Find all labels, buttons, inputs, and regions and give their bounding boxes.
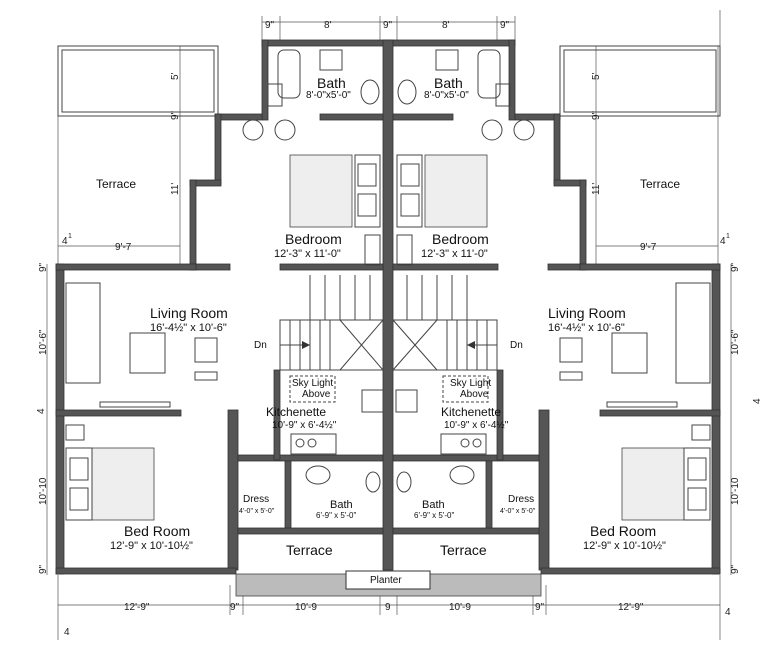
dim-top-d: 8' <box>442 20 450 31</box>
dim-top-a: 9" <box>265 20 275 31</box>
bedroom-right-size: 12'-3" x 11'-0" <box>421 248 488 260</box>
kitchen-left-name: Kitchenette <box>266 405 326 419</box>
dim-bottom-terr-r: 10'-9 <box>449 602 471 613</box>
dim-bottom-left: 9" <box>38 564 49 574</box>
dress-left-size: 4'-0" x 5'-0" <box>239 508 275 515</box>
bath-top-right-size: 8'-0"x5'-0" <box>424 90 469 101</box>
dim-bed-height-left: 10'-10 <box>38 477 49 505</box>
dim-top-e: 9" <box>500 20 510 31</box>
dress-left-name: Dress <box>243 494 269 505</box>
dimension-labels: 9" 8' 9" 8' 9" 5' 5' 9" 9" 11' 11' 4 1 4… <box>36 20 763 638</box>
dim-bottom-right: 9" <box>730 564 741 574</box>
bath-bottom-right-size: 6'-9" x 5'-0" <box>414 511 454 520</box>
dim-offset-small-right: 9" <box>591 110 602 120</box>
dim-mid-right: 4 <box>752 398 763 404</box>
kitchen-left-size: 10'-9" x 6'-4½" <box>272 420 337 431</box>
bedroom-left-name: Bedroom <box>285 231 342 247</box>
dim-wall-right: 9" <box>730 262 741 272</box>
dim-wall-left: 9" <box>38 262 49 272</box>
walls <box>55 39 721 575</box>
dim-corner-right: 4 <box>725 607 731 618</box>
dim-terrace-height-left: 11' <box>170 183 181 195</box>
dim-corner-left: 4 <box>64 627 70 638</box>
dim-bottom-wall-r: 9" <box>535 602 545 613</box>
terrace-bottom-right: Terrace <box>440 542 487 558</box>
bedroom-right-name: Bedroom <box>432 231 489 247</box>
dim-terrace-height-right: 11' <box>591 183 602 195</box>
terrace-bottom-left: Terrace <box>286 542 333 558</box>
terrace-outlines <box>57 45 721 117</box>
bedroom-left-size: 12'-3" x 11'-0" <box>274 248 341 260</box>
dim-bed-height-right: 10'-10 <box>730 477 741 505</box>
terrace-top-left: Terrace <box>96 177 136 191</box>
room-labels: Bath 8'-0"x5'-0" Bath 8'-0"x5'-0" Terrac… <box>96 75 680 586</box>
living-right-size: 16'-4½" x 10'-6" <box>548 322 625 334</box>
dim-mid-left: 4 <box>36 408 47 414</box>
dim-bottom-terr-l: 10'-9 <box>295 602 317 613</box>
bedroom-bottom-left-size: 12'-9" x 10'-10½" <box>110 540 193 552</box>
stairs-down-right: Dn <box>510 340 523 351</box>
dim-bottom-center: 9 <box>385 602 391 613</box>
planter-label: Planter <box>370 575 402 586</box>
kitchen-right-size: 10'-9" x 6'-4½" <box>444 420 509 431</box>
bath-bottom-right-name: Bath <box>422 499 445 511</box>
dim-top-c: 9" <box>383 20 393 31</box>
furniture <box>65 49 711 597</box>
stairs-down-left: Dn <box>254 340 267 351</box>
dress-right-name: Dress <box>508 494 534 505</box>
bedroom-bottom-right-name: Bed Room <box>590 523 656 539</box>
bath-top-right-name: Bath <box>434 75 463 91</box>
living-right-name: Living Room <box>548 305 626 321</box>
dim-bottom-wall-l: 9" <box>230 602 240 613</box>
stairs <box>279 275 498 371</box>
dim-offset-left: 5' <box>170 72 181 80</box>
bath-top-left-name: Bath <box>317 75 346 91</box>
dim-offset-small-left: 9" <box>170 110 181 120</box>
skylight-right-l1: Sky Light <box>450 378 491 389</box>
dim-quarter-tr: 4 <box>720 236 726 247</box>
dim-terrace-width-right: 9'-7 <box>640 242 657 253</box>
dim-bottom-right-bed: 12'-9" <box>618 602 644 613</box>
living-left-name: Living Room <box>150 305 228 321</box>
dim-terrace-width-left: 9'-7 <box>115 242 132 253</box>
skylight-right-l2: Above <box>460 389 489 400</box>
kitchen-right-name: Kitchenette <box>441 405 501 419</box>
living-left-size: 16'-4½" x 10'-6" <box>150 322 227 334</box>
bath-top-left-size: 8'-0"x5'-0" <box>306 90 351 101</box>
dim-quarter-tl-num: 1 <box>68 233 72 240</box>
dim-top-b: 8' <box>324 20 332 31</box>
bath-bottom-left-name: Bath <box>330 499 353 511</box>
dim-quarter-tr-num: 1 <box>726 233 730 240</box>
skylight-left-l1: Sky Light <box>292 378 333 389</box>
skylight-left-l2: Above <box>302 389 331 400</box>
dim-living-height-left: 10'-6" <box>38 329 49 355</box>
terrace-top-right: Terrace <box>640 177 680 191</box>
dim-quarter-tl: 4 <box>62 236 68 247</box>
dim-bottom-left-bed: 12'-9" <box>124 602 150 613</box>
dim-offset-right: 5' <box>591 72 602 80</box>
bedroom-bottom-right-size: 12'-9" x 10'-10½" <box>583 540 666 552</box>
dim-living-height-right: 10'-6" <box>730 329 741 355</box>
bedroom-bottom-left-name: Bed Room <box>124 523 190 539</box>
dress-right-size: 4'-0" x 5'-0" <box>500 508 536 515</box>
bath-bottom-left-size: 6'-9" x 5'-0" <box>316 511 356 520</box>
